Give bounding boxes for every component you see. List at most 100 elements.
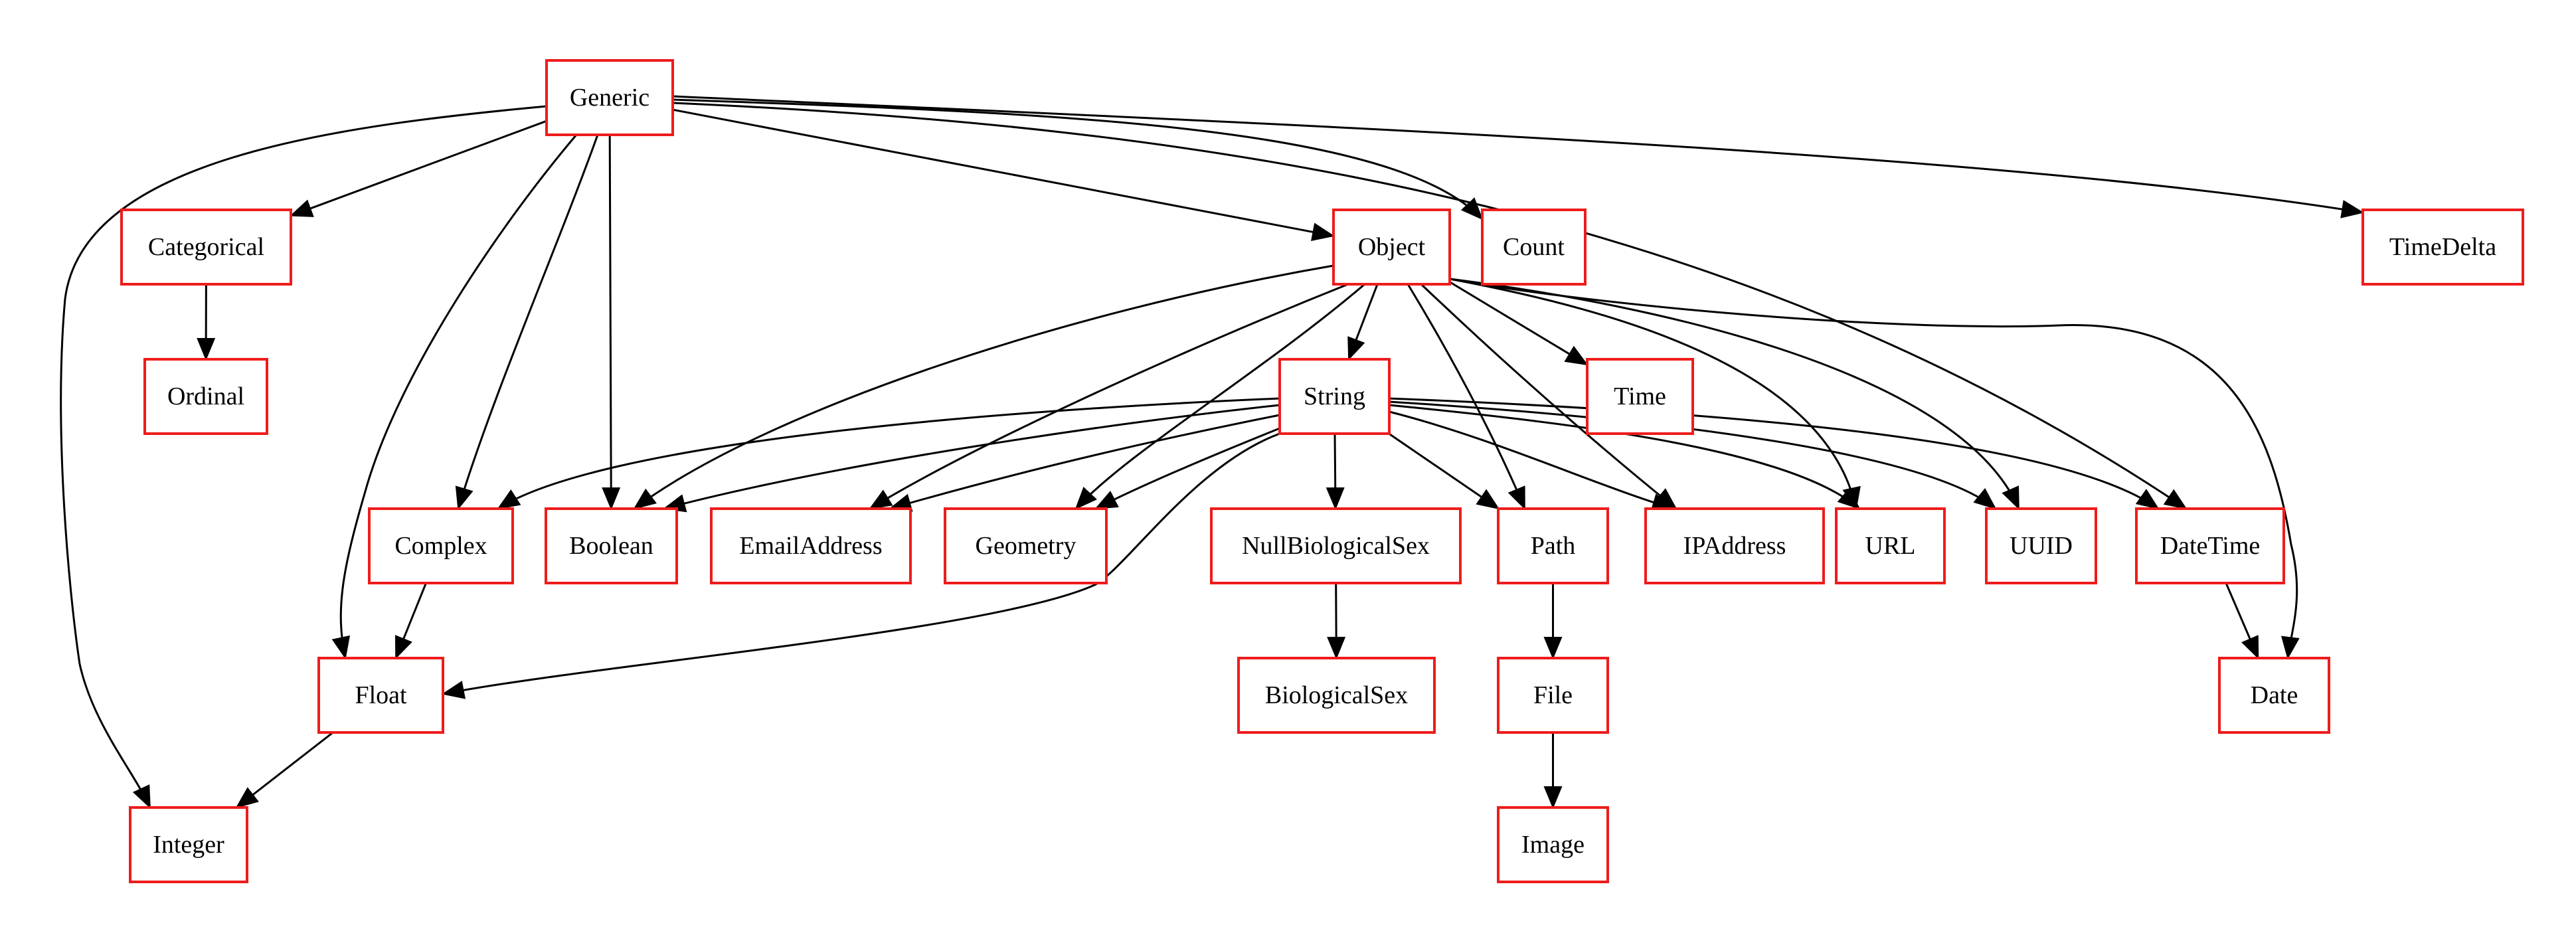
edge-string-to-ipaddress [1389, 410, 1675, 512]
edge-object-to-date [1449, 278, 2300, 659]
edge-generic-to-complex [455, 134, 599, 510]
node-box-geometry [944, 507, 1108, 584]
edge-string-to-boolean [663, 404, 1280, 513]
node-label-object: Object [1358, 233, 1426, 261]
node-label-complex: Complex [394, 532, 487, 560]
node-box-complex [368, 507, 514, 584]
node-box-object [1332, 209, 1451, 286]
edge-generic-to-boolean [602, 134, 621, 510]
node-label-uuid: UUID [2010, 532, 2073, 560]
node-box-biologicalsex [1237, 657, 1436, 734]
node-box-file [1497, 657, 1609, 734]
node-label-emailaddress: EmailAddress [739, 532, 882, 560]
node-label-file: File [1533, 681, 1573, 709]
node-label-geometry: Geometry [976, 532, 1076, 560]
node-path: Path [1497, 507, 1609, 584]
node-box-boolean [545, 507, 678, 584]
edge-object-to-emailaddress [869, 283, 1349, 510]
node-label-timedelta: TimeDelta [2389, 233, 2496, 261]
node-label-string: String [1304, 383, 1365, 410]
node-box-uuid [1985, 507, 2097, 584]
edge-object-to-boolean [633, 264, 1334, 510]
edge-object-to-string [1347, 284, 1379, 361]
node-ordinal: Ordinal [143, 358, 268, 435]
node-biologicalsex: BiologicalSex [1237, 657, 1436, 734]
edge-generic-to-integer [60, 105, 547, 809]
node-image: Image [1497, 806, 1609, 883]
node-label-integer: Integer [153, 831, 224, 859]
edge-string-to-float [442, 432, 1280, 699]
node-box-categorical [120, 209, 292, 286]
node-generic: Generic [545, 59, 674, 136]
node-nullbiologicalsex: NullBiologicalSex [1210, 507, 1462, 584]
node-datetime: DateTime [2135, 507, 2285, 584]
node-box-emailaddress [710, 507, 912, 584]
node-box-generic [545, 59, 674, 136]
node-label-biologicalsex: BiologicalSex [1265, 681, 1408, 709]
edge-string-to-uuid [1389, 400, 1997, 510]
edge-string-to-emailaddress [889, 414, 1280, 512]
edge-string-to-complex [497, 397, 1280, 510]
edge-nullbiologicalsex-to-biologicalsex [1327, 582, 1346, 659]
node-label-nullbiologicalsex: NullBiologicalSex [1242, 532, 1430, 560]
node-object: Object [1332, 209, 1451, 286]
node-label-ipaddress: IPAddress [1683, 532, 1786, 560]
node-float: Float [317, 657, 444, 734]
node-label-ordinal: Ordinal [167, 383, 244, 410]
node-emailaddress: EmailAddress [710, 507, 912, 584]
node-label-categorical: Categorical [148, 233, 264, 261]
node-time: Time [1586, 358, 1694, 435]
node-label-time: Time [1614, 383, 1666, 410]
node-box-image [1497, 806, 1609, 883]
node-label-boolean: Boolean [569, 532, 653, 560]
node-uuid: UUID [1985, 507, 2097, 584]
node-box-timedelta [2361, 209, 2524, 286]
edge-generic-to-timedelta [672, 95, 2364, 218]
node-label-url: URL [1865, 532, 1916, 560]
edge-generic-to-float [331, 134, 578, 659]
node-string: String [1278, 358, 1391, 435]
node-label-datetime: DateTime [2160, 532, 2261, 560]
node-date: Date [2218, 657, 2330, 734]
node-file: File [1497, 657, 1609, 734]
node-label-float: Float [355, 681, 407, 709]
node-box-ordinal [143, 358, 268, 435]
node-box-float [317, 657, 444, 734]
node-label-image: Image [1521, 831, 1585, 859]
node-integer: Integer [129, 806, 248, 883]
edge-generic-to-datetime [672, 102, 2188, 510]
node-label-count: Count [1503, 233, 1565, 261]
edges-layer [60, 95, 2364, 809]
node-boolean: Boolean [545, 507, 678, 584]
edge-generic-to-categorical [290, 120, 547, 217]
node-box-integer [129, 806, 248, 883]
node-label-generic: Generic [570, 84, 649, 112]
node-box-url [1835, 507, 1946, 584]
node-label-path: Path [1531, 532, 1576, 560]
node-box-time [1586, 358, 1694, 435]
node-box-ipaddress [1644, 507, 1825, 584]
node-box-datetime [2135, 507, 2285, 584]
edge-object-to-path [1407, 284, 1526, 510]
edge-object-to-geometry [1074, 283, 1365, 510]
edge-string-to-path [1388, 432, 1500, 510]
node-complex: Complex [368, 507, 514, 584]
node-ipaddress: IPAddress [1644, 507, 1825, 584]
edge-string-to-url [1389, 404, 1861, 510]
node-timedelta: TimeDelta [2361, 209, 2524, 286]
edge-float-to-integer [235, 731, 334, 809]
edge-generic-to-object [672, 108, 1335, 242]
edge-string-to-geometry [1094, 427, 1280, 510]
edge-generic-to-count [672, 98, 1484, 220]
edge-object-to-time [1449, 281, 1589, 366]
node-box-date [2218, 657, 2330, 734]
node-box-string [1278, 358, 1391, 435]
edge-string-to-datetime [1389, 397, 2160, 510]
node-box-path [1497, 507, 1609, 584]
node-geometry: Geometry [944, 507, 1108, 584]
node-url: URL [1835, 507, 1946, 584]
node-box-nullbiologicalsex [1210, 507, 1462, 584]
node-count: Count [1481, 209, 1587, 286]
node-label-date: Date [2251, 681, 2298, 709]
